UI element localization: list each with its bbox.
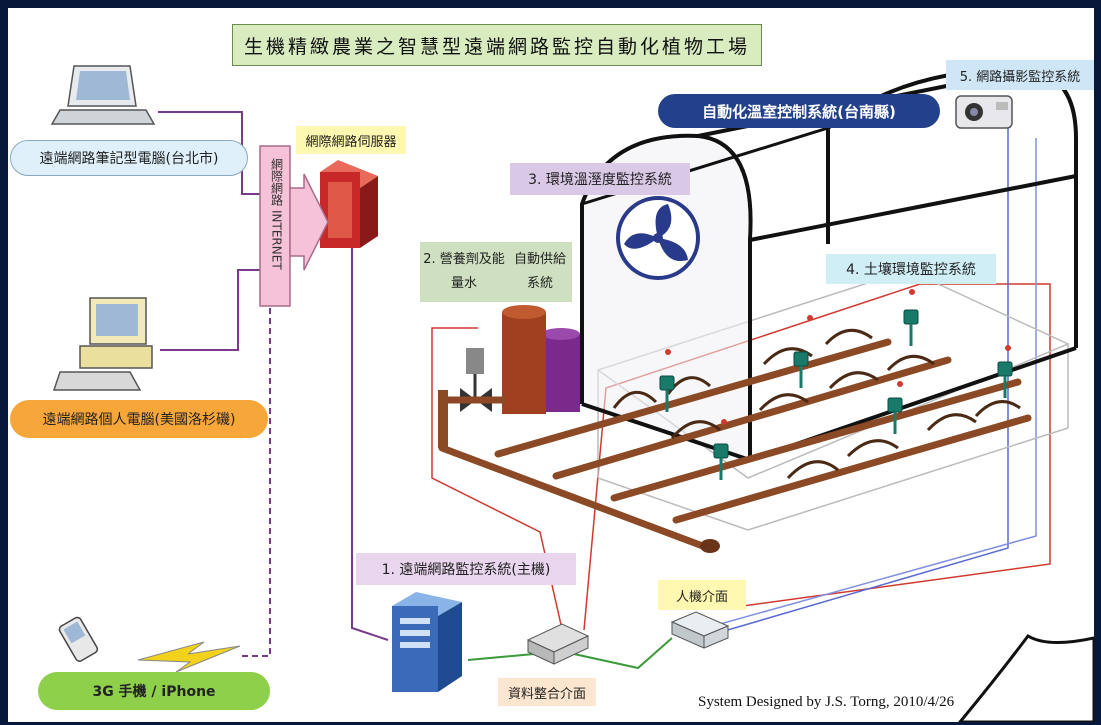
internet-label-cn: 網際網路 [269,158,284,206]
camera-icon [955,95,1013,129]
valve-icon [448,348,506,412]
data-interface-label: 資料整合介面 [498,678,596,706]
desktop-pc-icon [52,297,153,391]
hmi-label: 人機介面 [658,580,746,610]
pc-label: 遠端網路個人電腦(美國洛杉磯) [10,400,268,438]
page-curl [958,634,1094,722]
internet-arrow [259,145,329,307]
credit-text: System Designed by J.S. Torng, 2010/4/26 [698,694,955,710]
diagram-canvas: 生機精緻農業之智慧型遠端網路監控自動化植物工場 遠端網路筆記型電腦(台北市) 遠… [8,8,1094,722]
auto-system-label: 自動化溫室控制系統(台南縣) [658,94,940,128]
roof-beam-2 [749,174,1077,242]
server-icon [320,160,378,248]
data-hmi-link [573,637,673,670]
server-host-link [351,244,389,641]
data-interface-icon [526,623,590,665]
page-title: 生機精緻農業之智慧型遠端網路監控自動化植物工場 [232,24,762,66]
phone-link [242,296,271,657]
diagram-drawing [50,65,1094,722]
plant-rows [612,328,1021,480]
fan-icon [616,196,700,280]
server-label: 網際網路伺服器 [296,126,406,154]
phone-label: 3G 手機 / iPhone [38,672,270,710]
irrigation-pipes [438,338,1032,552]
soil-sensors [659,309,1013,480]
laptop-label: 遠端網路筆記型電腦(台北市) [10,140,248,176]
sys2-line2: 自動供給系統 [514,252,567,291]
sys2-label: 2. 營養劑及能量水 自動供給系統 [420,242,572,302]
hmi-device-icon [670,611,730,649]
camera-wire [713,120,1009,635]
sys4-label: 4. 土壤環境監控系統 [826,254,996,284]
sys2-line1: 2. 營養劑及能量水 [423,252,505,291]
sys5-label: 5. 網路攝影監控系統 [946,60,1094,90]
nutrient-tanks [502,305,580,414]
laptop-icon [50,65,156,125]
sys3-label: 3. 環境溫溼度監控系統 [510,163,690,195]
wireless-signal-icon [137,641,241,673]
hmi-wire [719,138,1037,625]
host-data-link [467,653,535,661]
internet-label: 網際網路 INTERNET [266,158,286,270]
internet-label-en: INTERNET [269,210,284,270]
phone-icon [58,616,99,662]
host-computer-icon [392,592,462,692]
pc-link [160,269,278,351]
sensor-wire [583,283,1051,631]
sys1-label: 1. 遠端網路監控系統(主機) [356,553,576,585]
